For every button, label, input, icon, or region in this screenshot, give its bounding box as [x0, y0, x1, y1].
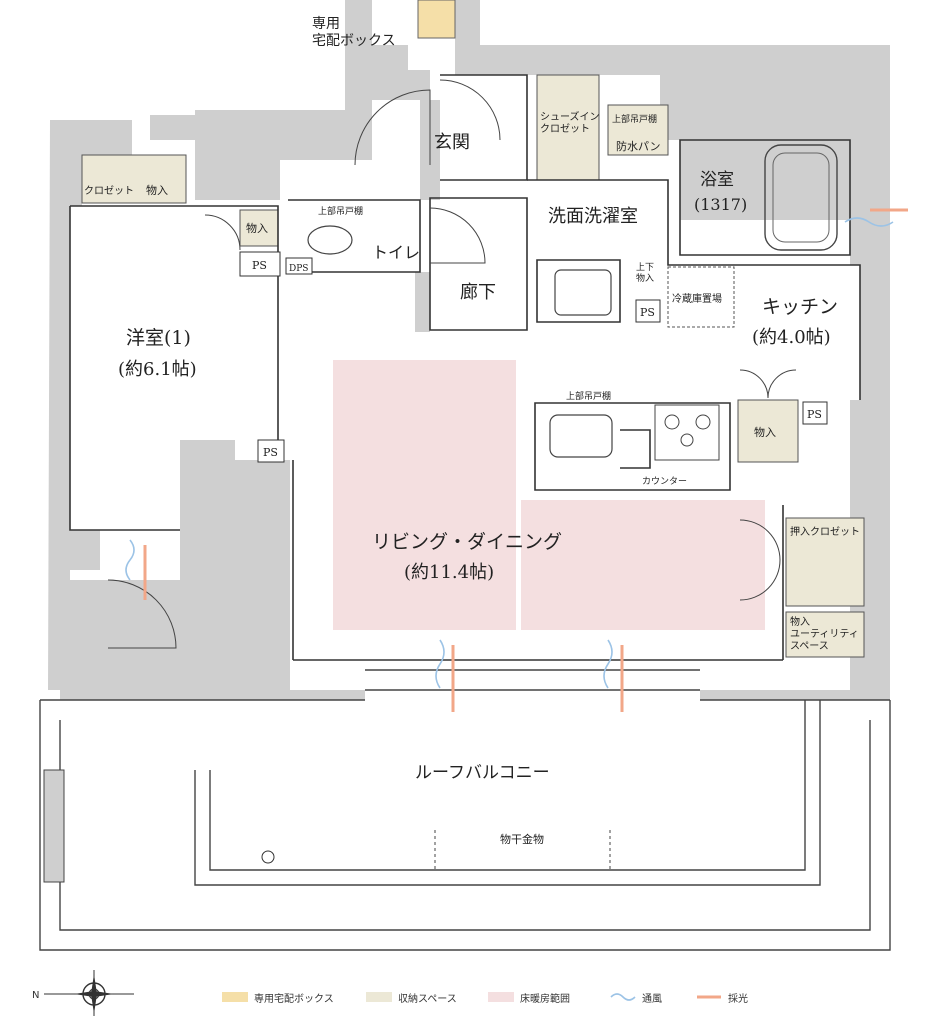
label-western-room-size: (約6.1帖) — [118, 359, 197, 380]
label-entrance: 玄関 — [434, 132, 470, 153]
structural-walls — [48, 0, 890, 700]
label-upper-cabinet-1: 上部吊戸棚 — [612, 113, 657, 125]
label-washroom: 洗面洗濯室 — [548, 206, 638, 227]
legend-storage: 収納スペース — [366, 985, 457, 1009]
label-delivery-box: 専用宅配ボックス — [312, 16, 396, 49]
balcony-outline — [39, 669, 891, 951]
floor-heating-area-2 — [521, 500, 765, 630]
legend: 専用宅配ボックス 収納スペース 床暖房範囲 通風 採光 — [0, 985, 946, 1009]
label-storage-2: 物入 — [246, 221, 268, 235]
ps-boxes — [239, 251, 828, 463]
label-utility: 物入ユーティリティスペース — [790, 615, 859, 652]
room-labels: 専用宅配ボックス 玄関 シューズインクロゼット 上部吊戸棚 防水パン 浴室 (1… — [84, 16, 860, 846]
label-counter: カウンター — [642, 476, 687, 487]
label-ps-3: PS — [640, 306, 655, 319]
label-kitchen: キッチン — [762, 296, 838, 318]
legend-swatch — [488, 992, 514, 1002]
label-living: リビング・ダイニング — [372, 531, 562, 553]
label-western-room: 洋室(1) — [126, 327, 191, 349]
airflow-indicators — [125, 208, 908, 712]
floor-heating-area-1 — [333, 360, 516, 630]
balcony-storage — [43, 769, 65, 883]
legend-label: 通風 — [642, 993, 662, 1005]
compass-icon: N — [32, 970, 134, 1016]
legend-floor-heating: 床暖房範囲 — [488, 985, 570, 1009]
legend-label: 専用宅配ボックス — [254, 993, 334, 1005]
label-ps-4: PS — [807, 408, 822, 421]
legend-swatch — [222, 992, 248, 1002]
drain — [261, 850, 275, 864]
legend-delivery-box: 専用宅配ボックス — [222, 985, 334, 1009]
label-upper-cabinet-3: 上部吊戸棚 — [566, 390, 611, 402]
label-fridge: 冷蔵庫置場 — [672, 292, 722, 305]
label-bathroom: 浴室 — [700, 170, 734, 190]
interior-walls — [69, 74, 861, 661]
label-balcony: ルーフバルコニー — [415, 763, 550, 783]
label-kitchen-size: (約4.0帖) — [752, 327, 831, 348]
compass-north-label: N — [32, 990, 39, 1001]
legend-label: 採光 — [728, 993, 748, 1005]
label-shoe-closet: シューズインクロゼット — [540, 110, 600, 135]
wave-icon — [610, 993, 636, 1001]
storage-areas — [81, 74, 865, 658]
legend-swatch — [366, 992, 392, 1002]
label-push-closet: 押入クロゼット — [790, 525, 860, 538]
legend-label: 収納スペース — [398, 993, 457, 1005]
legend-ventilation: 通風 — [610, 985, 662, 1009]
label-toilet: トイレ — [372, 243, 420, 262]
label-bathroom-size: (1317) — [694, 195, 747, 214]
stove — [654, 404, 720, 461]
label-waterproof-pan: 防水パン — [616, 139, 661, 153]
fridge-space — [667, 266, 735, 328]
delivery-box-area — [417, 0, 456, 39]
label-ps-2: PS — [263, 446, 278, 459]
label-ps-1: PS — [252, 259, 267, 272]
legend-label: 床暖房範囲 — [520, 993, 570, 1005]
label-hallway: 廊下 — [460, 282, 496, 303]
door-swings — [107, 79, 797, 649]
bathtub — [764, 144, 838, 251]
floor-plan: 専用宅配ボックス 玄関 シューズインクロゼット 上部吊戸棚 防水パン 浴室 (1… — [39, 0, 908, 951]
kitchen-sink — [549, 414, 613, 458]
label-storage-3: 物入 — [754, 425, 776, 439]
label-upper-cabinet-2: 上部吊戸棚 — [318, 205, 363, 217]
label-living-size: (約11.4帖) — [404, 562, 494, 583]
label-dps: DPS — [289, 264, 308, 274]
light-ray-icon — [697, 995, 721, 999]
label-closet: クロゼット — [84, 185, 134, 197]
washbasin — [554, 269, 612, 316]
legend-daylight: 採光 — [696, 985, 748, 1009]
label-clothes-hanger: 物干金物 — [500, 832, 544, 846]
label-storage-upper-lower: 上下物入 — [636, 262, 654, 284]
label-storage-1: 物入 — [146, 183, 168, 197]
toilet-fixture — [307, 225, 353, 255]
